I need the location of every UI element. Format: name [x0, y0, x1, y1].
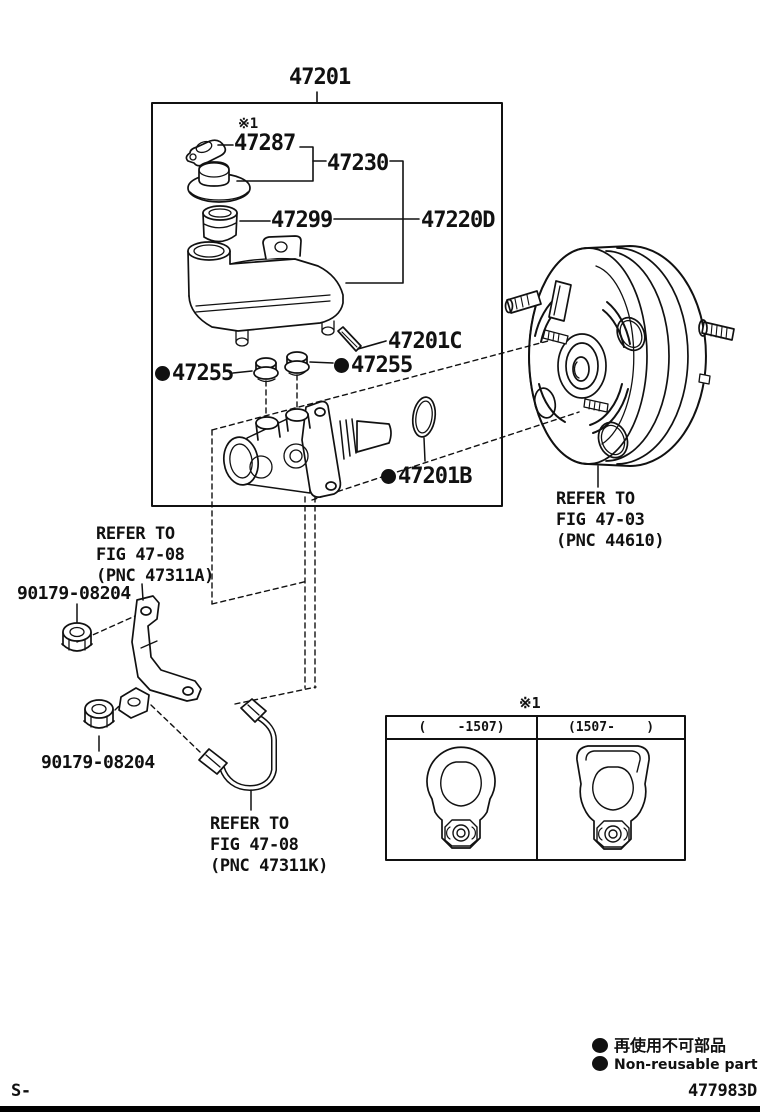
o-ring-drawing	[411, 396, 437, 462]
callout-47230: 47230	[327, 151, 389, 176]
ref-bracket-line1: REFER TO	[96, 524, 175, 544]
bracket-drawing	[118, 583, 202, 719]
legend-en-row: Non-reusable part	[592, 1056, 758, 1073]
legend-jp-row: 再使用不可部品	[592, 1032, 726, 1056]
grommet-variant-early	[426, 746, 496, 849]
ref-bracket-line2: FIG 47-08	[96, 545, 185, 565]
callout-47255-right: 47255	[334, 353, 413, 378]
footnote-marker-top: ※1	[238, 116, 259, 132]
callout-47220d: 47220D	[421, 208, 495, 233]
callout-leader-lines	[217, 91, 420, 374]
figure-code: 477983D	[688, 1081, 757, 1101]
ref-booster-line3: (PNC 44610)	[556, 531, 665, 551]
callout-47255-left: 47255	[155, 361, 234, 386]
brake-tube-drawing	[198, 698, 277, 811]
non-reusable-dot	[381, 469, 396, 484]
callout-47201b-text: 47201B	[398, 464, 472, 489]
ref-tube-line1: REFER TO	[210, 814, 289, 834]
master-cylinder-drawing	[222, 400, 392, 498]
table-col-early: ( -1507)	[418, 720, 505, 735]
ref-tube: REFER TO FIG 47-08 (PNC 47311K)	[210, 814, 328, 877]
callout-47299: 47299	[271, 208, 333, 233]
legend-en-text: Non-reusable part	[614, 1057, 758, 1073]
callout-47255-left-text: 47255	[172, 361, 234, 386]
callout-47255-right-text: 47255	[351, 353, 413, 378]
footnote-marker-table: ※1	[519, 694, 541, 712]
non-reusable-dot	[592, 1056, 608, 1071]
reservoir-parts-drawing	[185, 139, 344, 347]
non-reusable-dot	[592, 1038, 608, 1053]
ref-tube-line2: FIG 47-08	[210, 835, 299, 855]
frames	[151, 102, 686, 861]
non-reusable-dot	[334, 358, 349, 373]
page-prefix: S-	[11, 1081, 31, 1101]
ref-booster: REFER TO FIG 47-03 (PNC 44610)	[556, 489, 665, 552]
callout-47201c: 47201C	[388, 329, 462, 354]
flange-nut-drawings	[61, 603, 115, 752]
callout-nut-lower: 90179-08204	[41, 752, 155, 773]
ref-booster-line2: FIG 47-03	[556, 510, 645, 530]
ref-tube-line3: (PNC 47311K)	[210, 856, 329, 876]
ref-booster-line1: REFER TO	[556, 489, 635, 509]
table-col-late: (1507- )	[567, 720, 655, 735]
non-reusable-dot	[155, 366, 170, 381]
grommets-drawing	[253, 351, 310, 383]
ref-bracket: REFER TO FIG 47-08 (PNC 47311A)	[96, 524, 214, 587]
ref-bracket-line3: (PNC 47311A)	[96, 566, 215, 586]
legend-jp-text: 再使用不可部品	[614, 1036, 727, 1055]
callout-47201b: 47201B	[381, 464, 472, 489]
brake-booster-drawing	[504, 245, 735, 488]
pin-drawing	[337, 326, 362, 352]
callout-nut-upper: 90179-08204	[17, 583, 131, 604]
grommet-variant-late	[576, 745, 650, 850]
callout-47201: 47201	[289, 65, 351, 90]
bottom-rule	[0, 1106, 760, 1112]
callout-47287: 47287	[234, 131, 296, 156]
